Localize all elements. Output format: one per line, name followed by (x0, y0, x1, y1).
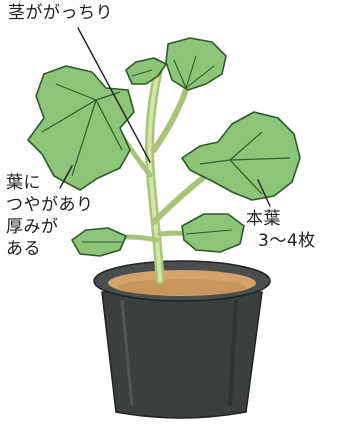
true-leaves-annotation-line: 3～4枚 (258, 231, 316, 251)
leaf (165, 37, 227, 91)
leaf (27, 65, 135, 191)
stem-annotation: 茎ががっちり (8, 2, 113, 24)
leaf (181, 213, 245, 253)
leaves-annotation-line: 厚みが (6, 217, 59, 237)
leaves-annotation-line: つやがあり (6, 195, 94, 215)
leaves-annotation: 葉に つやがあり 厚みが ある (6, 172, 94, 260)
main-stem-light (147, 70, 162, 282)
leaf (125, 57, 167, 85)
soil-shadow (118, 279, 246, 295)
leaves-callout-line (59, 165, 73, 189)
stem-annotation-line: 茎ががっちり (8, 3, 113, 23)
leaves-annotation-line: ある (6, 239, 41, 259)
leaves-annotation-line: 葉に (6, 173, 41, 193)
pot (93, 260, 271, 419)
pot-highlight (228, 299, 238, 406)
pot-body (101, 291, 263, 419)
stem-callout-line (77, 27, 151, 163)
true-leaves-annotation-line: 本葉 (246, 209, 281, 229)
leaf (181, 111, 301, 201)
true-leaves-callout-line (257, 179, 271, 207)
leaf (71, 227, 127, 257)
pot-highlight (120, 299, 134, 406)
leaves (27, 37, 301, 257)
callout-lines (59, 27, 271, 207)
true-leaves-annotation: 本葉 3～4枚 (246, 208, 316, 252)
branch-stem (151, 87, 189, 153)
